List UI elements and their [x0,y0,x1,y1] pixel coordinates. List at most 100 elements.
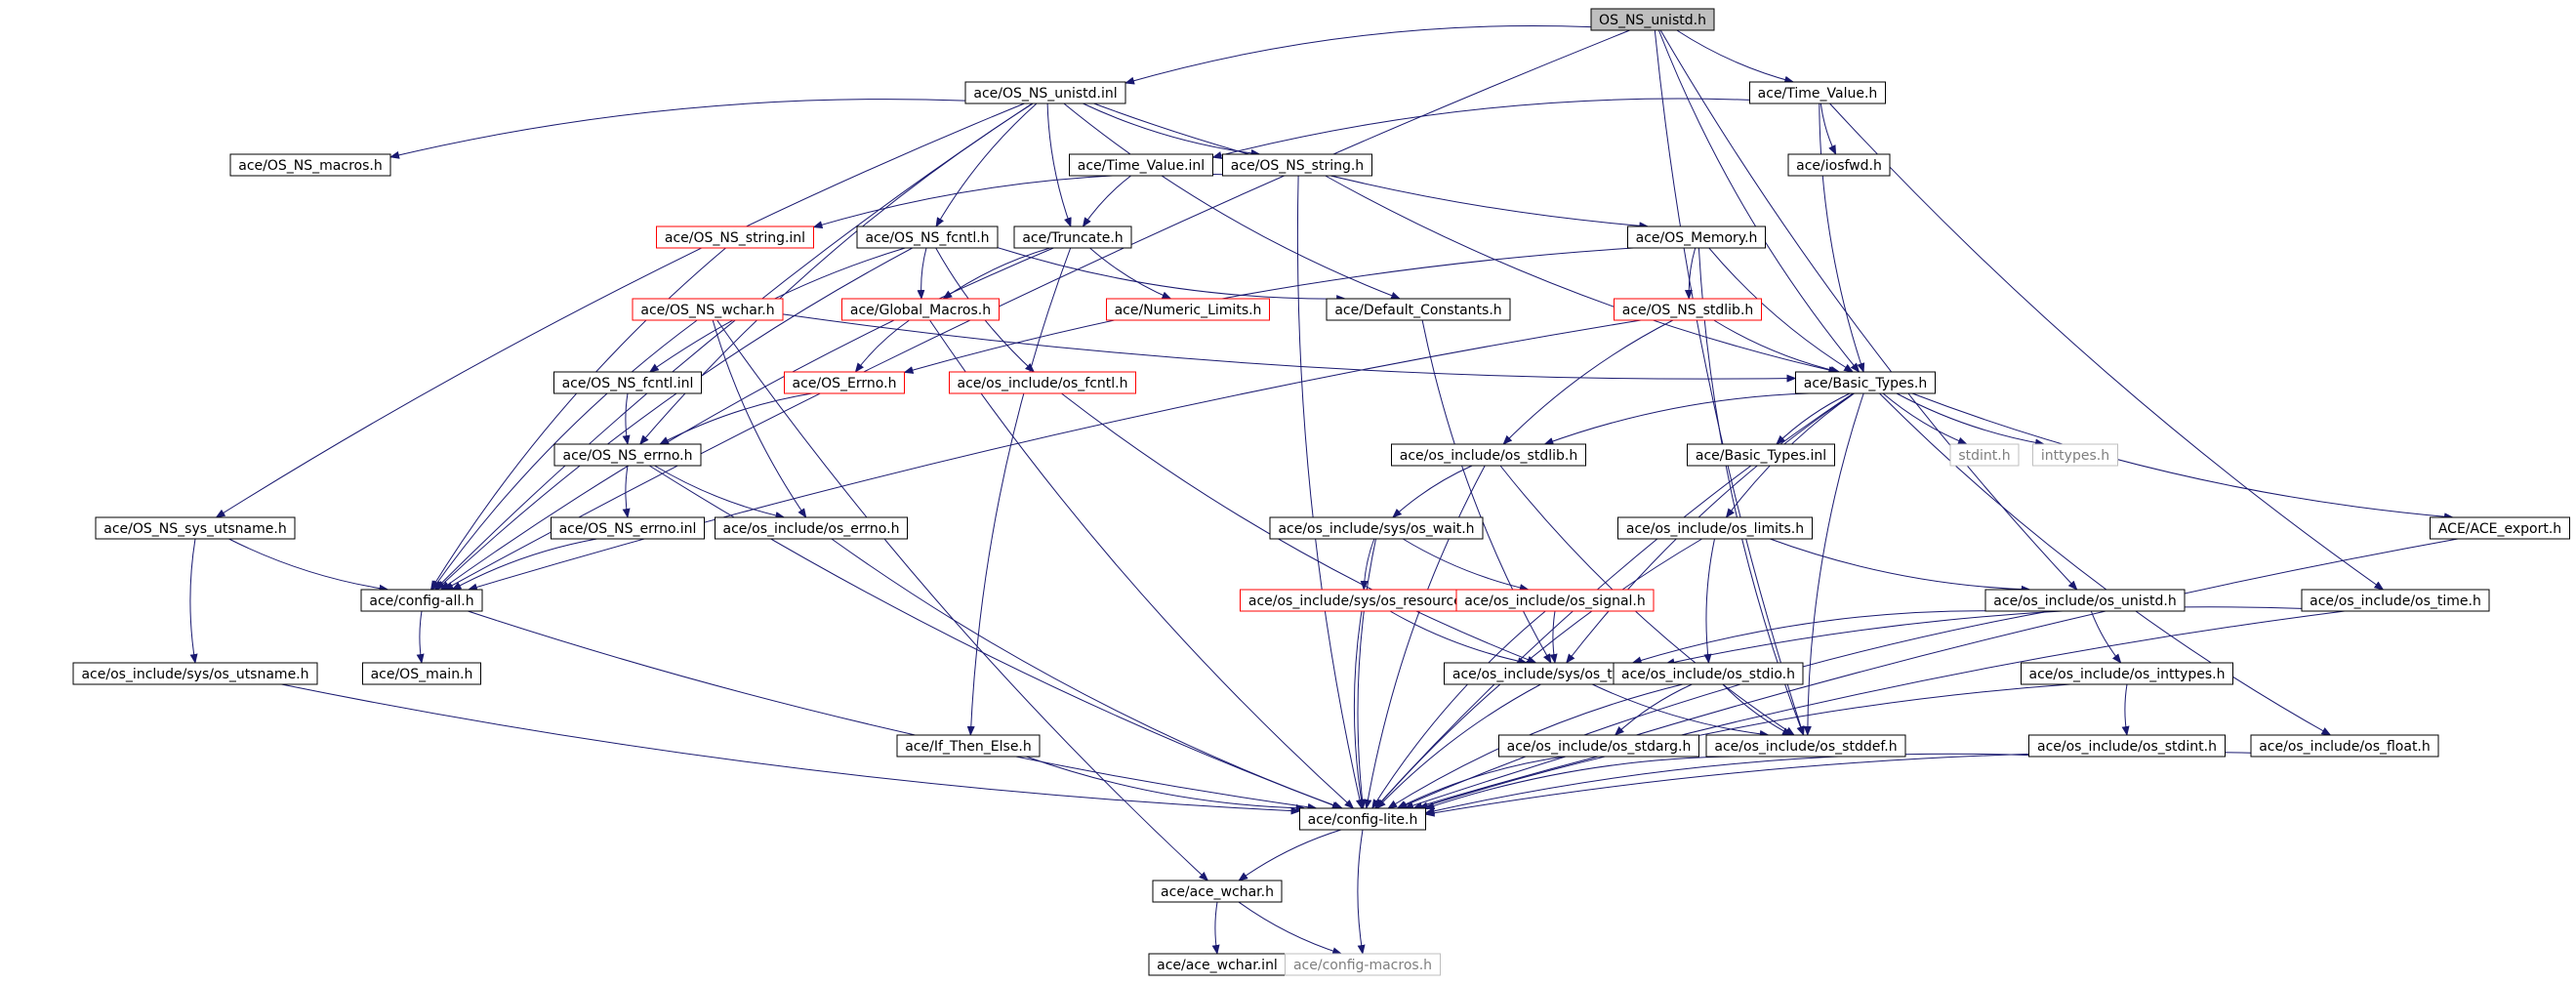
node-errno_h[interactable]: ace/OS_NS_errno.h [553,443,702,467]
node-box [1705,734,1906,758]
node-numeric_limits[interactable]: ace/Numeric_Limits.h [1106,298,1270,321]
node-macros[interactable]: ace/OS_NS_macros.h [229,153,391,177]
edge-string_h-to-basic_types [1325,175,1839,374]
node-label: ace/OS_NS_macros.h [238,158,382,174]
node-default_constants[interactable]: ace/Default_Constants.h [1326,298,1511,321]
node-time_value_h[interactable]: ace/Time_Value.h [1749,81,1886,104]
edge-os_signal-to-config_lite [1371,610,1546,809]
node-time_value_inl[interactable]: ace/Time_Value.inl [1069,153,1213,177]
node-os_time[interactable]: ace/os_include/os_time.h [2301,589,2490,612]
edge-os_unistd-to-config_lite [1397,610,2050,809]
node-config_macros[interactable]: ace/config-macros.h [1285,953,1441,976]
node-global_macros[interactable]: ace/Global_Macros.h [841,298,1000,321]
node-os_errno[interactable]: ace/os_include/os_errno.h [715,516,908,540]
node-label: ace/Truncate.h [1022,230,1123,246]
node-string_inl[interactable]: ace/OS_NS_string.inl [656,226,814,249]
node-config_all[interactable]: ace/config-all.h [360,589,483,612]
node-os_float[interactable]: ace/os_include/os_float.h [2250,734,2439,758]
edge-os_limits-to-config_lite [1374,538,1702,809]
edge-basic_types-to-os_stdlib [1543,392,1810,445]
node-ace_wchar_h[interactable]: ace/ace_wchar.h [1152,880,1283,903]
node-label: ace/Time_Value.inl [1078,158,1205,174]
node-os_stddef[interactable]: ace/os_include/os_stddef.h [1705,734,1906,758]
node-basic_types_inl[interactable]: ace/Basic_Types.inl [1687,443,1835,467]
node-string_h[interactable]: ace/OS_NS_string.h [1222,153,1372,177]
node-basic_types[interactable]: ace/Basic_Types.h [1795,371,1936,394]
edge-os_stdarg-to-config_lite [1396,756,1565,809]
node-label: ace/OS_NS_sys_utsname.h [103,521,286,537]
edge-os_time-to-os_types [1664,606,2303,667]
edge-fcntl_h-to-default_constants [997,247,1347,304]
node-os_utsname[interactable]: ace/os_include/sys/os_utsname.h [72,662,318,685]
node-label: ace/Time_Value.h [1758,86,1878,102]
node-stdint[interactable]: stdint.h [1949,443,2020,467]
edge-string_h-to-config_lite [1296,175,1364,809]
node-os_resource[interactable]: ace/os_include/sys/os_resource.h [1240,589,1484,612]
node-label: inttypes.h [2041,448,2109,464]
node-os_stdarg[interactable]: ace/os_include/os_stdarg.h [1498,734,1699,758]
edge-layer [189,24,2459,956]
node-box [1152,880,1283,903]
node-os_stdio[interactable]: ace/os_include/os_stdio.h [1613,662,1804,685]
node-box [1106,298,1270,321]
node-ace_export[interactable]: ACE/ACE_export.h [2430,516,2570,540]
node-label: ace/Default_Constants.h [1334,303,1501,318]
node-wchar_h[interactable]: ace/OS_NS_wchar.h [632,298,784,321]
edge-truncate-to-global_macros [942,247,1050,300]
node-os_types[interactable]: ace/os_include/sys/os_types.h [1444,662,1666,685]
node-fcntl_inl[interactable]: ace/OS_NS_fcntl.inl [553,371,702,394]
node-if_then_else[interactable]: ace/If_Then_Else.h [896,734,1041,758]
node-box [715,516,908,540]
edge-os_stdio-to-os_stdarg [1614,683,1693,736]
node-os_signal[interactable]: ace/os_include/os_signal.h [1455,589,1655,612]
node-config_lite[interactable]: ace/config-lite.h [1299,807,1426,831]
node-os_errno_cap[interactable]: ace/OS_Errno.h [784,371,905,394]
node-os_stdint[interactable]: ace/os_include/os_stdint.h [2028,734,2226,758]
node-stdlib_h[interactable]: ace/OS_NS_stdlib.h [1614,298,1762,321]
node-box [856,226,999,249]
node-os_wait[interactable]: ace/os_include/sys/os_wait.h [1269,516,1484,540]
edge-os_unistd-to-os_inttypes [2090,610,2122,664]
edge-unistd_inl-to-config_all [433,102,1033,591]
edge-string_h-to-string_inl [812,173,1223,228]
edge-os_stdio-to-config_lite [1387,683,1684,809]
node-iosfwd[interactable]: ace/iosfwd.h [1787,153,1891,177]
node-label: ace/OS_Errno.h [793,376,897,391]
node-os_main[interactable]: ace/OS_main.h [362,662,481,685]
edge-time_value_h-to-os_time [1829,102,2385,591]
node-os_limits[interactable]: ace/os_include/os_limits.h [1617,516,1813,540]
node-ace_wchar_inl[interactable]: ace/ace_wchar.inl [1148,953,1287,976]
node-utsname_h[interactable]: ace/OS_NS_sys_utsname.h [95,516,296,540]
node-fcntl_h[interactable]: ace/OS_NS_fcntl.h [856,226,999,249]
edge-basic_types-to-os_stddef [1803,392,1864,736]
node-box [1613,662,1804,685]
node-memory[interactable]: ace/OS_Memory.h [1627,226,1766,249]
node-truncate[interactable]: ace/Truncate.h [1013,226,1132,249]
node-box [1614,298,1762,321]
node-box [784,371,905,394]
node-label: ace/os_include/sys/os_utsname.h [81,667,308,682]
node-unistd_inl[interactable]: ace/OS_NS_unistd.inl [964,81,1126,104]
node-label: ace/os_include/os_time.h [2310,594,2481,609]
edge-basic_types-to-ace_export [1911,392,2454,521]
node-label: ace/os_include/os_stdio.h [1621,667,1795,682]
node-os_inttypes[interactable]: ace/os_include/os_inttypes.h [2021,662,2233,685]
edge-os_limits-to-os_unistd [1770,538,2031,594]
node-box [1949,443,2020,467]
node-label: ace/os_include/sys/os_types.h [1452,667,1657,682]
node-os_stdlib[interactable]: ace/os_include/os_stdlib.h [1391,443,1586,467]
node-label: ace/Numeric_Limits.h [1115,303,1262,318]
node-os_fcntl[interactable]: ace/os_include/os_fcntl.h [949,371,1136,394]
node-box [553,371,702,394]
node-inttypes[interactable]: inttypes.h [2032,443,2118,467]
node-errno_inl[interactable]: ace/OS_NS_errno.inl [551,516,705,540]
edge-os_stdint-to-config_lite [1424,753,2029,815]
node-box [1455,589,1655,612]
edge-unistd_inl-to-string_h [1083,102,1261,157]
node-os_unistd[interactable]: ace/os_include/os_unistd.h [1984,589,2186,612]
node-label: ace/os_include/os_fcntl.h [958,376,1128,391]
edge-stdlib_h-to-os_stdlib [1502,319,1674,445]
node-label: ace/os_include/os_stdarg.h [1507,739,1692,755]
node-root: OS_NS_unistd.h [1590,8,1715,31]
